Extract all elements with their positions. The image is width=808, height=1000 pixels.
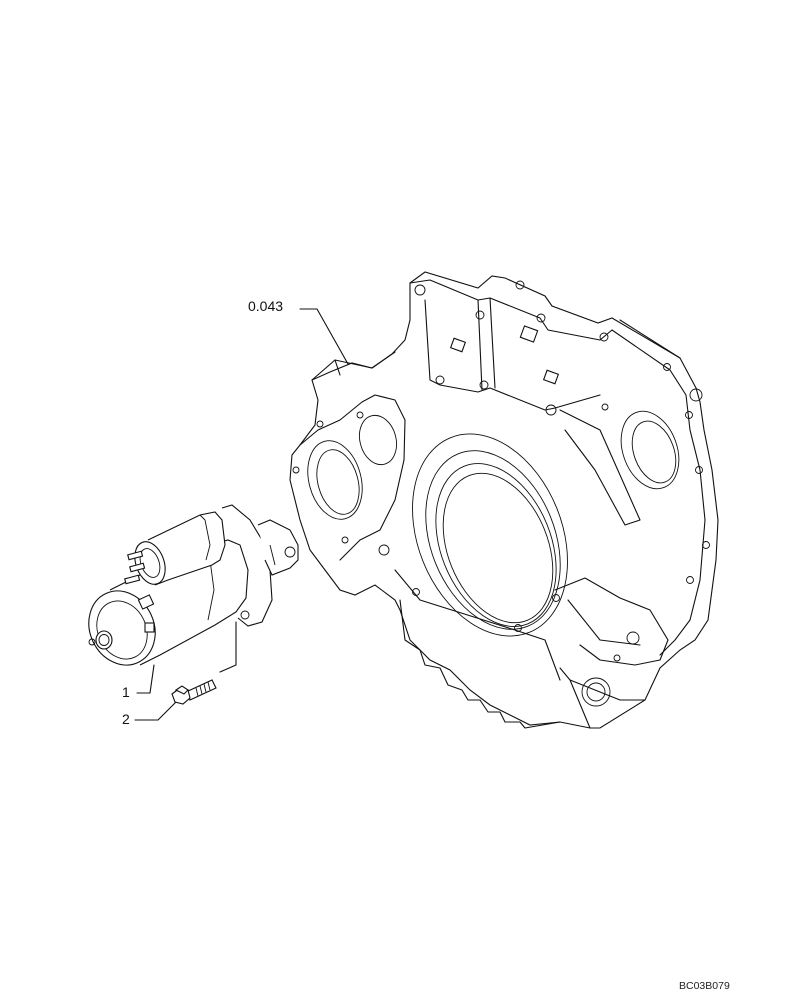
leader-line-2 xyxy=(134,699,179,721)
leader-line-0043 xyxy=(299,308,349,365)
figure-code: BC03B079 xyxy=(679,980,730,992)
bolt xyxy=(171,679,217,705)
leader-line-2-hole xyxy=(219,621,237,673)
flywheel-housing xyxy=(289,271,719,729)
starter-motor xyxy=(88,504,299,666)
leader-line-1 xyxy=(136,664,155,694)
callout-0043-label: 0.043 xyxy=(248,298,284,314)
callout-1-label: 1 xyxy=(122,684,130,700)
callout-2-label: 2 xyxy=(122,711,130,727)
